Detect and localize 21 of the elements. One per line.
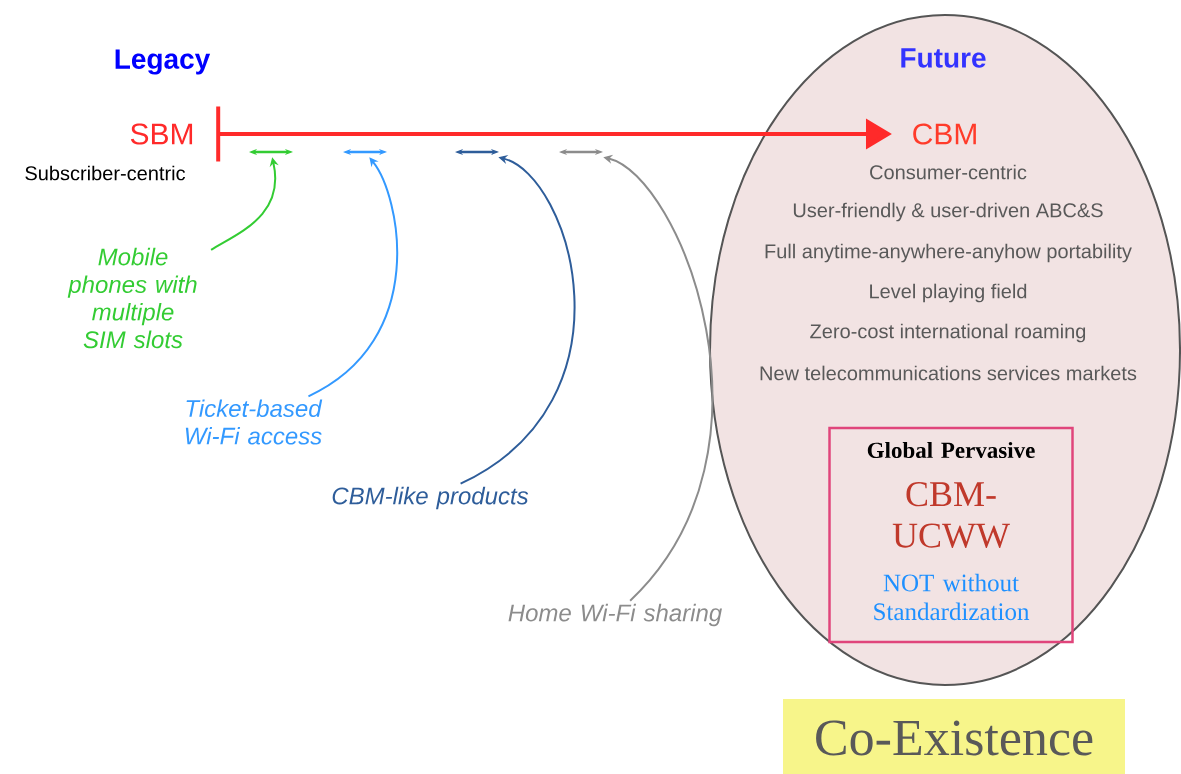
- feature-text: Zero-cost international roaming: [810, 323, 1086, 343]
- title-box: Co-Existence: [783, 699, 1125, 774]
- heading: Legacy: [115, 49, 211, 75]
- model-label: SBM: [130, 123, 193, 145]
- heading: Future: [901, 48, 986, 68]
- feature-text: Consumer-centric: [870, 164, 1027, 180]
- feature-text: New telecommunications services markets: [760, 365, 1137, 381]
- feature-text: User-friendly & user-driven ABC&S: [793, 202, 1103, 222]
- box-text: Global Pervasive: [867, 441, 1035, 459]
- caption-text: Home Wi-Fi sharing: [508, 603, 722, 627]
- feature-text: Level playing field: [870, 283, 1027, 303]
- box-text: CBM- UCWW: [892, 482, 1010, 548]
- arrow: [459, 155, 576, 485]
- caption-text: Ticket-based Wi-Fi access: [185, 399, 323, 445]
- feature-text: Full anytime-anywhere-anyhow portability: [765, 243, 1132, 263]
- arrow: [307, 157, 399, 398]
- box-text: NOT without Standardization: [874, 573, 1030, 621]
- caption-text: Mobile phones with multiple SIM slots: [67, 247, 197, 349]
- model-label: Subscriber-centric: [25, 165, 186, 181]
- model-label: CBM: [913, 123, 976, 145]
- caption-text: CBM-like products: [332, 486, 529, 510]
